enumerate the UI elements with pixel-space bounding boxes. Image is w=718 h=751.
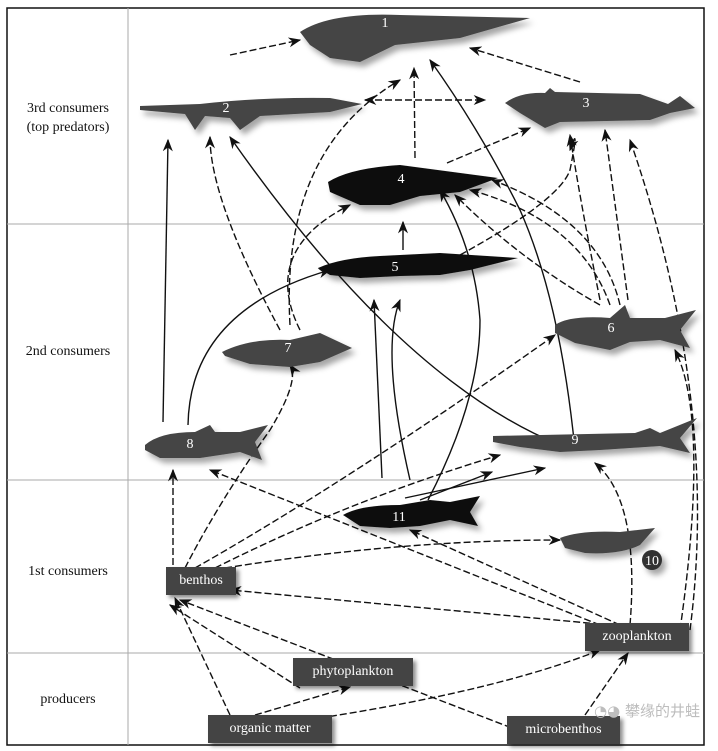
- link-7-1: [288, 79, 402, 326]
- link-11-9b: [404, 465, 547, 499]
- organism-4-silhouette: [328, 165, 498, 205]
- link-11-4: [427, 188, 481, 501]
- link-zoo-6: [674, 348, 695, 631]
- link-6-4b: [468, 188, 611, 306]
- link-organic-phyto: [254, 685, 352, 716]
- level-label-2nd-consumers: 2nd consumers: [25, 344, 111, 359]
- organism-1-silhouette: [300, 14, 530, 62]
- organism-6-silhouette: [555, 305, 696, 350]
- organism-4-number: 4: [398, 172, 405, 187]
- microbenthos-box: microbenthos: [507, 716, 620, 744]
- link-benthos-10: [224, 534, 562, 569]
- link-phyto-benthos: [168, 604, 301, 689]
- link-benthos-6: [194, 334, 557, 569]
- zooplankton-box: zooplankton: [585, 623, 689, 651]
- link-4-3: [446, 127, 532, 164]
- link-11-5b: [391, 298, 411, 481]
- organism-7-silhouette: [222, 333, 352, 367]
- link-zoo-9: [594, 462, 633, 626]
- link-11-9: [419, 471, 494, 501]
- link-organic-zoo: [319, 649, 602, 719]
- link-micro-zoo: [584, 651, 629, 716]
- level-label-line: (top predators): [26, 120, 110, 135]
- organism-9-silhouette: [493, 418, 697, 453]
- link-9-2: [229, 135, 561, 446]
- link-8-2: [162, 138, 173, 423]
- level-label-3rd-consumers: 3rd consumers (top predators): [8, 99, 128, 137]
- organism-11-number: 11: [392, 510, 405, 525]
- link-11-5: [369, 298, 383, 479]
- organic-matter-box: organic matter: [208, 715, 332, 743]
- link-9-1: [429, 58, 576, 451]
- organism-8-number: 8: [187, 437, 194, 452]
- organism-8-silhouette: [145, 425, 268, 460]
- outer-frame: [6, 7, 705, 746]
- organism-10-number: 10: [645, 554, 659, 569]
- level-label-1st-consumers: 1st consumers: [28, 564, 108, 579]
- link-benthos-9: [214, 453, 502, 569]
- link-7-4: [287, 204, 352, 331]
- organism-1-number: 1: [382, 16, 389, 31]
- feeding-links: [162, 58, 576, 501]
- link-3-1: [468, 46, 581, 83]
- link-8-5: [187, 268, 332, 426]
- link-4-1: [409, 66, 420, 159]
- link-6-4: [454, 194, 601, 306]
- organism-6-number: 6: [608, 321, 615, 336]
- link-2-1: [229, 37, 302, 56]
- link-7-2: [204, 135, 281, 331]
- level-label-producers: producers: [40, 692, 96, 707]
- link-zoo-8: [208, 469, 601, 626]
- link-benthos-7: [184, 363, 301, 569]
- organism-9-number: 9: [572, 433, 579, 448]
- organism-3-silhouette: [505, 88, 695, 128]
- benthos-box: benthos: [166, 567, 236, 595]
- link-6-3b: [566, 133, 601, 301]
- organism-3-number: 3: [583, 96, 590, 111]
- level-label-line: 3rd consumers: [26, 101, 110, 116]
- link-micro-benthos: [178, 599, 531, 736]
- organism-10-badge: [642, 550, 662, 570]
- organism-7-number: 7: [285, 341, 292, 356]
- wechat-icon: ◔◕: [594, 702, 625, 720]
- organism-2-silhouette: [140, 97, 362, 130]
- link-6-3: [601, 128, 629, 301]
- watermark: ◔◕ 攀缘的井蛙: [594, 700, 700, 721]
- link-zoo-11: [408, 529, 621, 626]
- organism-5-number: 5: [392, 260, 399, 275]
- link-6-4c: [490, 179, 621, 306]
- organism-5-silhouette: [318, 253, 518, 278]
- organism-10-silhouette: [560, 528, 655, 554]
- organism-2-number: 2: [223, 101, 230, 116]
- link-organic-benthos: [174, 596, 231, 716]
- link-zoo-3: [628, 138, 699, 631]
- link-7-3: [459, 137, 579, 256]
- organism-11-silhouette: [343, 496, 480, 528]
- link-zoo-benthos: [228, 586, 611, 626]
- watermark-text: 攀缘的井蛙: [624, 702, 700, 720]
- phytoplankton-box: phytoplankton: [293, 658, 413, 686]
